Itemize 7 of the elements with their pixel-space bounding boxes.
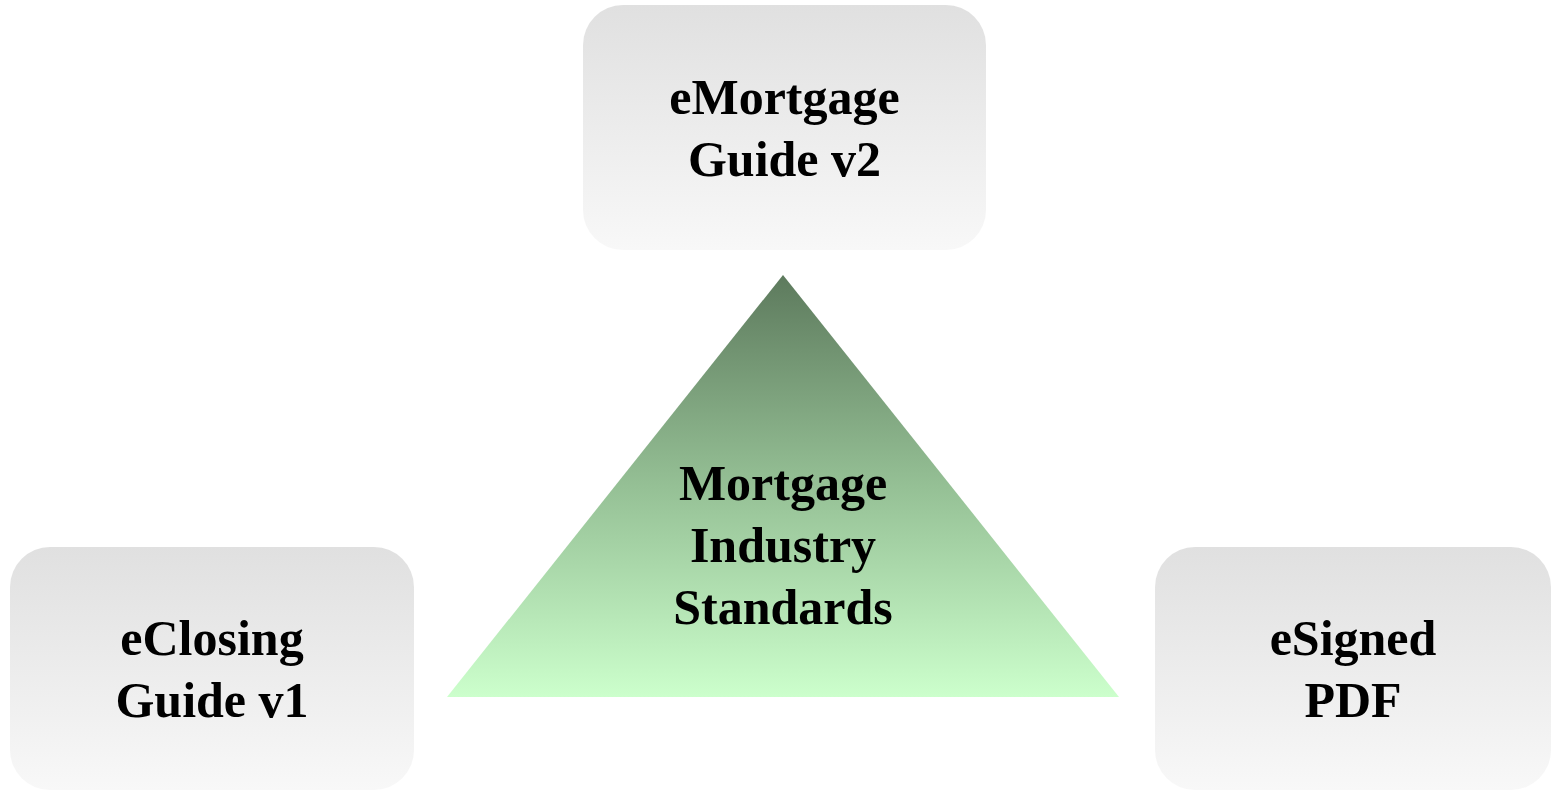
triangle-label: Mortgage Industry Standards: [672, 454, 894, 637]
box-label: eClosing Guide v1: [114, 608, 310, 730]
rounded-box: [1155, 547, 1551, 790]
box-label: eMortgage Guide v2: [668, 67, 901, 189]
box-label: eSigned PDF: [1268, 608, 1438, 730]
rounded-box: [10, 547, 414, 790]
rounded-box: [583, 5, 986, 250]
